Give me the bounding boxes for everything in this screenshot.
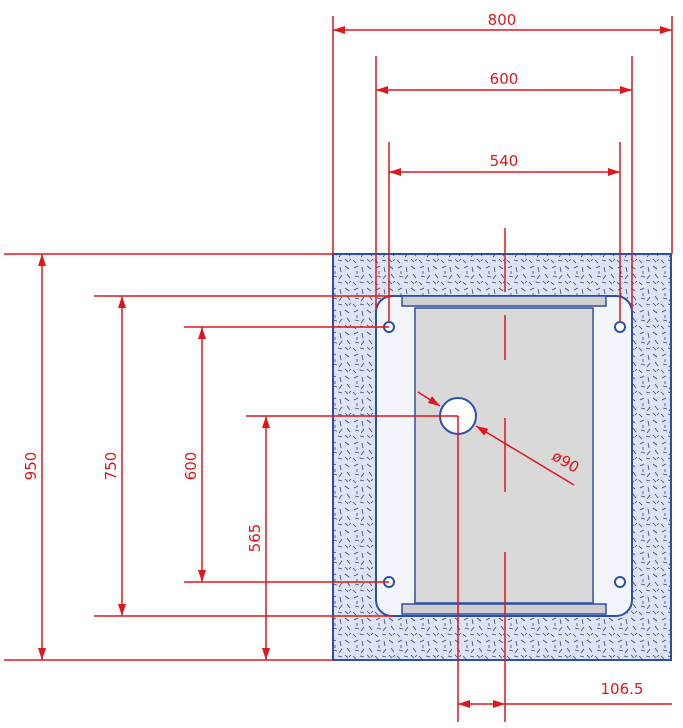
dimension-800 — [332, 16, 673, 254]
label-106-5: 106.5 — [601, 680, 644, 698]
bottom-rail — [401, 603, 607, 615]
dimension-540 — [388, 142, 621, 322]
inner-box — [414, 307, 594, 604]
dimension-106-5 — [457, 416, 672, 722]
dimension-565 — [246, 415, 458, 660]
label-565: 565 — [246, 524, 264, 553]
dimension-600-width — [375, 56, 633, 310]
label-800: 800 — [488, 11, 517, 29]
label-600-height: 600 — [182, 452, 200, 481]
mounting-hole-top-right — [614, 321, 626, 333]
top-rail — [401, 295, 607, 307]
dimension-950 — [4, 253, 333, 661]
label-540: 540 — [490, 152, 519, 170]
dimension-diameter-leader — [417, 391, 575, 486]
label-750: 750 — [102, 452, 120, 481]
dimension-600-height — [184, 326, 389, 583]
label-950: 950 — [22, 452, 40, 481]
dimension-750 — [94, 295, 393, 617]
mounting-hole-bottom-right — [614, 576, 626, 588]
label-600-width: 600 — [490, 70, 519, 88]
